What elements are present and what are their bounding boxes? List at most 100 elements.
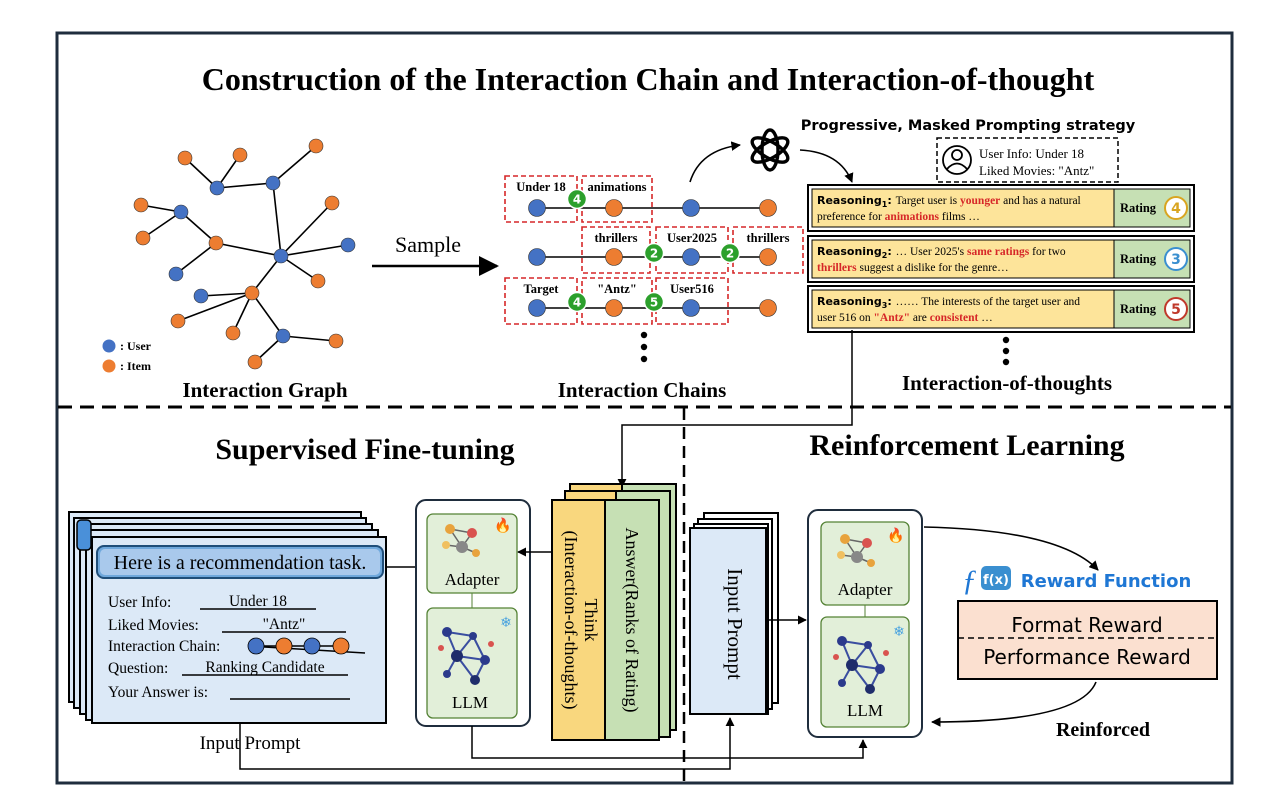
chain-user-node xyxy=(682,248,700,266)
reasoning-highlight: thrillers xyxy=(817,262,857,274)
reasoning-line-1: Reasoning2: … User 2025's same ratings f… xyxy=(817,245,1066,260)
graph-user-node xyxy=(273,248,289,264)
graph-edge xyxy=(280,255,319,282)
reasoning-text: … User 2025's xyxy=(896,246,967,258)
rating-circle xyxy=(1164,247,1188,271)
reasoning-text: user 516 on xyxy=(817,312,874,324)
graph-edge xyxy=(216,182,274,189)
graph-user-node xyxy=(193,288,209,304)
curve-arrow-from-logo xyxy=(799,149,854,183)
graph-item-node xyxy=(244,285,260,301)
graph-item-node xyxy=(225,325,241,341)
rating-value: 5 xyxy=(1171,302,1181,318)
graph-edge xyxy=(200,292,253,297)
rating-badge xyxy=(643,242,665,264)
chain-label: thrillers xyxy=(594,231,637,245)
chain-label: Under 18 xyxy=(516,180,565,194)
chains-caption: Interaction Chains xyxy=(558,378,727,402)
reasoning-highlight: younger xyxy=(960,195,1000,207)
reasoning-list: Reasoning1: Target user is younger and h… xyxy=(807,184,1195,333)
rating-badge-value: 5 xyxy=(650,296,658,310)
rating-badge-value: 2 xyxy=(650,247,658,261)
graph-user-node xyxy=(265,175,281,191)
reward-function-header: ƒ f(x) Reward Function xyxy=(962,564,1191,597)
graph-item-node xyxy=(133,197,149,213)
prompt-field-label: Your Answer is: xyxy=(108,684,208,701)
reasoning-line-2: user 516 on "Antz" are consistent … xyxy=(817,312,993,324)
graph-edge xyxy=(251,255,282,294)
rating-badge xyxy=(566,188,588,210)
graph-user-node xyxy=(340,237,356,253)
reward-box: Format Reward Performance Reward xyxy=(957,600,1218,680)
llm-network-icon xyxy=(833,636,889,694)
chain-item-node xyxy=(605,299,623,317)
graph-item-node xyxy=(232,147,248,163)
reasoning-index: 1 xyxy=(882,200,888,209)
reasoning-text-box xyxy=(811,289,1115,329)
reasoning-text: films … xyxy=(939,211,980,223)
graph-item-node xyxy=(208,235,224,251)
main-title: Construction of the Interaction Chain an… xyxy=(202,61,1095,97)
prompt-chain-dots xyxy=(247,637,366,655)
format-reward: Format Reward xyxy=(1011,613,1162,637)
sft-title: Supervised Fine-tuning xyxy=(215,433,514,466)
graph-item-node xyxy=(170,313,186,329)
think-box xyxy=(551,499,607,741)
model-to-reward-arrow xyxy=(923,526,1099,571)
answer-label: Answer(Ranks of Rating) xyxy=(621,528,642,713)
chain-label: Target xyxy=(524,282,560,296)
think-sub-label: (Interaction-of-thoughts) xyxy=(560,531,581,710)
fx-text: f(x) xyxy=(983,573,1009,588)
legend-item-label: : Item xyxy=(120,359,151,373)
rating-badge xyxy=(719,242,741,264)
rating-badge-value: 2 xyxy=(726,247,734,261)
graph-edge xyxy=(215,242,282,257)
user-info-box: User Info: Under 18 Liked Movies: "Antz" xyxy=(936,137,1119,183)
rating-label: Rating xyxy=(1120,201,1157,215)
graph-caption: Interaction Graph xyxy=(182,378,347,402)
chain-item-node xyxy=(759,248,777,266)
reasoning-colon: : xyxy=(887,245,895,258)
llm-network-icon xyxy=(438,627,494,685)
reasoning-highlight: animations xyxy=(885,211,940,223)
think-answer-stack: Think (Interaction-of-thoughts) Answer(R… xyxy=(551,483,677,741)
graph-edge xyxy=(184,157,218,189)
graph-user-node xyxy=(275,328,291,344)
reasoning-line-2: thrillers suggest a dislike for the genr… xyxy=(817,262,1009,274)
legend-user-dot xyxy=(102,339,116,353)
rating-badge-value: 4 xyxy=(573,193,581,207)
chain-item-node xyxy=(759,299,777,317)
graph-edge xyxy=(232,292,253,334)
snowflake-icon: ❄ xyxy=(893,624,905,640)
reasoning-highlight: consistent xyxy=(930,312,979,324)
graph-edge xyxy=(272,145,317,184)
outer-frame xyxy=(55,31,1234,785)
prompt-field-label: User Info: xyxy=(108,594,171,611)
chain-user-node xyxy=(528,299,546,317)
reasoning-text: and has a natural xyxy=(1000,195,1080,207)
chain-label: "Antz" xyxy=(597,282,637,296)
fx-icon: ƒ xyxy=(962,564,977,597)
rl-input-prompt-label: Input Prompt xyxy=(723,568,747,680)
rating-label: Rating xyxy=(1120,302,1157,316)
sft-llm-label: LLM xyxy=(452,693,488,712)
llm-logo-icon xyxy=(750,128,790,172)
strategy-label: Progressive, Masked Prompting strategy xyxy=(801,118,1136,134)
llm-output-connector xyxy=(471,726,868,759)
reasoning-text-box xyxy=(811,188,1115,228)
graph-item-node xyxy=(135,230,151,246)
reasoning-text: …… The interests of the target user and xyxy=(896,296,1081,308)
reasoning-index: 3 xyxy=(882,301,888,310)
prompt-header-text: Here is a recommendation task. xyxy=(114,552,367,574)
graph-edge xyxy=(272,182,282,257)
reasoning-label: Reasoning xyxy=(817,194,882,207)
graph-item-node xyxy=(308,138,324,154)
snowflake-icon: ❄ xyxy=(500,615,512,631)
graph-edge xyxy=(280,202,333,257)
input-prompt-connector xyxy=(239,717,735,770)
iot-to-sft-connector xyxy=(617,330,853,488)
chain-item-node xyxy=(605,248,623,266)
performance-reward: Performance Reward xyxy=(983,645,1191,669)
